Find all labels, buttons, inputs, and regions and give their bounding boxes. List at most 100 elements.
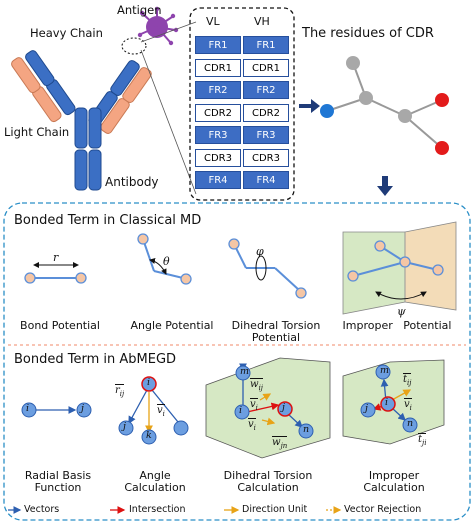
node-j: j <box>81 403 84 414</box>
vector-label-v-i: vi <box>157 404 165 420</box>
vector-symbol: v <box>404 399 410 410</box>
node-j: j <box>282 402 285 413</box>
dihedral-calc-label-1: Dihedral Torsion <box>223 469 313 482</box>
vector-label-v-i: vi <box>248 418 256 434</box>
vl-cell-fr3: FR3 <box>195 126 241 144</box>
improper-calc-label-1: Improper <box>368 469 420 482</box>
radial-basis-label-1: Radial Basis <box>24 469 92 482</box>
vector-label-w-jn: wjn <box>272 436 288 452</box>
vector-label-t-ji: tji <box>418 433 427 449</box>
vector-label-r-ij: rij <box>115 384 125 400</box>
vh-cell-cdr1: CDR1 <box>243 58 289 77</box>
node-m: m <box>240 366 250 377</box>
angle-calc-label-2: Calculation <box>124 481 186 494</box>
node-n: n <box>407 418 414 429</box>
bond-potential-label: Bond Potential <box>20 319 100 332</box>
vh-cell-fr3: FR3 <box>243 126 289 144</box>
vector-subscript: i <box>255 404 258 412</box>
heavy-chain-label: Heavy Chain <box>30 26 103 40</box>
zoom-line-top <box>140 21 197 43</box>
vector-subscript: i <box>409 404 412 412</box>
arrow-down <box>377 176 393 196</box>
vl-cell-cdr1: CDR1 <box>195 58 241 77</box>
vector-symbol: t <box>418 434 423 445</box>
vector-symbol: v <box>157 405 163 416</box>
residues-title: The residues of CDR <box>302 26 434 41</box>
bond-potential-graphic <box>24 262 87 284</box>
vector-subscript: ji <box>422 439 427 447</box>
light-chain-right <box>100 67 152 134</box>
vh-cell-fr1: FR1 <box>243 36 289 54</box>
cdr-highlight <box>121 37 147 55</box>
vh-cell-fr4: FR4 <box>243 171 289 189</box>
dihedral-calculation-graphic <box>205 357 331 459</box>
vector-symbol: t <box>403 374 408 385</box>
vl-cell-cdr3: CDR3 <box>195 148 241 167</box>
angle-calc-label-1: Angle <box>139 469 171 482</box>
vector-subscript: i <box>253 424 256 432</box>
vector-symbol: v <box>250 399 256 410</box>
legend-vectors: Vectors <box>24 504 60 515</box>
vh-cell-cdr2: CDR2 <box>243 103 289 122</box>
residues-graph <box>320 56 449 155</box>
vector-subscript: ij <box>258 384 263 392</box>
phi-label: φ <box>256 245 264 258</box>
vector-subscript: ij <box>407 379 412 387</box>
theta-label: θ <box>163 255 170 268</box>
light-chain-left <box>11 57 62 123</box>
vector-subscript: jn <box>280 442 288 450</box>
dihedral-calc-label-2: Calculation <box>237 481 299 494</box>
dihedral-potential-label-2: Potential <box>251 331 301 344</box>
column-header-vl: VL <box>206 15 220 28</box>
vector-subscript: i <box>162 410 165 418</box>
arrow-to-residues <box>299 99 320 113</box>
legend-intersection: Intersection <box>129 504 186 515</box>
node-k: k <box>146 430 152 441</box>
vh-cell-cdr3: CDR3 <box>243 148 289 167</box>
vh-cell-fr2: FR2 <box>243 81 289 99</box>
zoom-line-bottom <box>140 49 197 195</box>
vl-cell-cdr2: CDR2 <box>195 103 241 122</box>
angle-potential-graphic <box>137 233 192 285</box>
legend-vector-rejection: Vector Rejection <box>344 504 422 515</box>
node-i: i <box>239 405 243 416</box>
bond-length-label: r <box>53 251 59 264</box>
vector-label-t-ij: tij <box>403 373 412 389</box>
dihedral-potential-graphic <box>228 238 307 299</box>
vector-label-w-ij: wij <box>250 378 263 394</box>
vector-symbol: r <box>115 385 120 396</box>
abmegd-title: Bonded Term in AbMEGD <box>14 352 177 367</box>
vector-label-v-i: vi <box>404 398 412 414</box>
node-i: i <box>385 397 389 408</box>
light-chain-label: Light Chain <box>4 125 70 139</box>
vector-symbol: w <box>272 437 281 448</box>
angle-potential-label: Angle Potential <box>130 319 214 332</box>
angle-calculation-graphic <box>118 376 189 445</box>
improper-potential-label: Improper Potential <box>342 319 452 332</box>
vector-symbol: w <box>250 379 259 390</box>
antibody-label: Antibody <box>105 175 159 189</box>
node-i: i <box>147 377 151 388</box>
vector-symbol: v <box>248 419 254 430</box>
node-m: m <box>380 365 390 376</box>
vector-subscript: ij <box>119 390 125 398</box>
cdr-table-frame <box>189 7 295 201</box>
improper-calculation-graphic <box>342 359 445 445</box>
antigen-icon <box>137 6 179 46</box>
node-j: j <box>123 421 126 432</box>
antibody-stem <box>74 107 102 191</box>
column-header-vh: VH <box>254 15 270 28</box>
radial-basis-graphic <box>21 402 92 418</box>
vl-cell-fr2: FR2 <box>195 81 241 99</box>
node-j: j <box>365 403 368 414</box>
antigen-label: Antigen <box>117 3 162 17</box>
improper-potential-graphic <box>342 221 457 315</box>
psi-label: ψ <box>397 305 406 318</box>
vl-cell-fr1: FR1 <box>195 36 241 54</box>
classical-title: Bonded Term in Classical MD <box>14 213 202 228</box>
node-i: i <box>26 403 30 414</box>
legend-direction-unit: Direction Unit <box>242 504 308 515</box>
vl-cell-fr4: FR4 <box>195 171 241 189</box>
radial-basis-label-2: Function <box>34 481 82 494</box>
